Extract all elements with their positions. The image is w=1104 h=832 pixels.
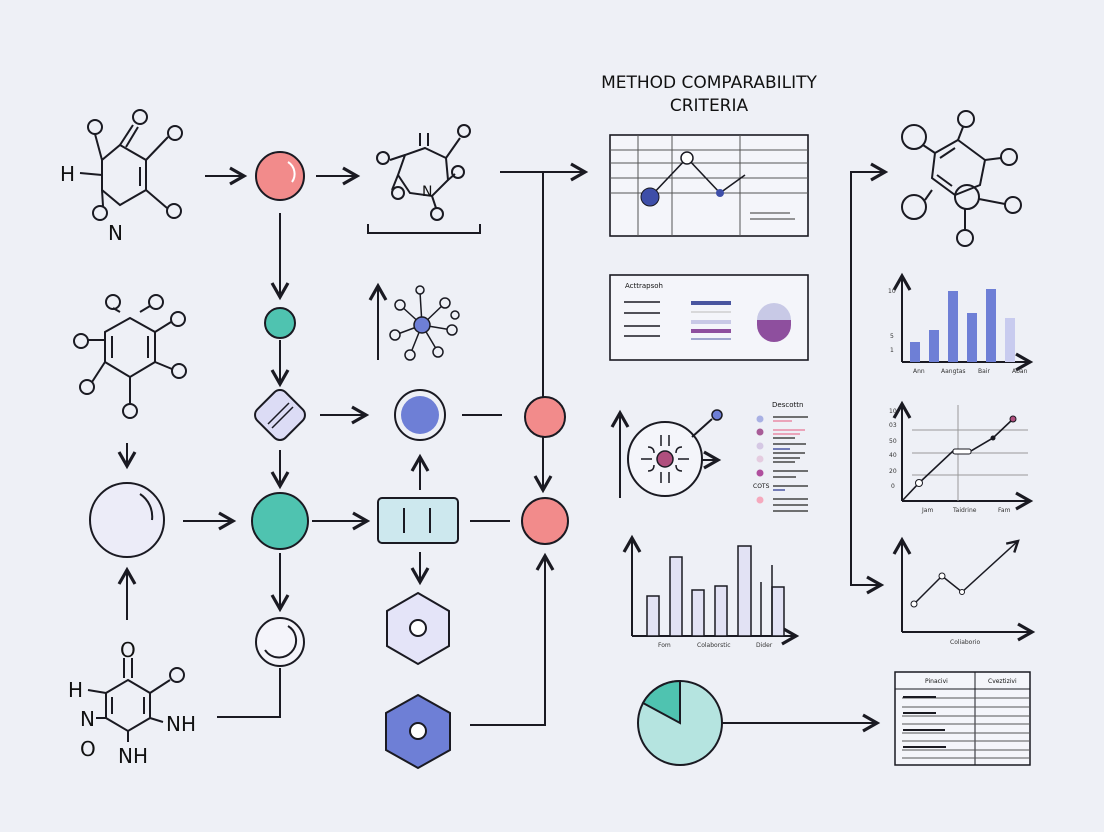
radial-sensor-icon [610,409,723,498]
table-header: Pinacivi [925,678,948,685]
atom-label: O [120,638,136,662]
title-line-2: CRITERIA [670,96,749,116]
node-teal-large[interactable] [251,492,309,550]
pie-chart [637,679,723,766]
node-process-box[interactable] [377,497,459,544]
x-tick-label: Dider [756,642,773,649]
node-teal-small[interactable] [264,307,296,339]
line-chart-right: 10 03 50 40 20 0 Jam Taidrine Fam [889,400,1034,514]
x-tick-label: Ann [913,368,925,375]
legend-label: COTS [753,483,770,490]
connectors [117,162,889,733]
node-ring[interactable] [255,617,305,667]
bar-chart-right: 10 5 1 Ann Aangtas Bair Aban [888,272,1034,375]
node-red-bottom[interactable] [521,497,569,545]
molecule-right [901,110,1022,247]
bar [737,545,752,637]
y-tick-label: 10 [888,288,896,295]
x-tick-label: Aangtas [941,368,966,375]
bar-chart-bottom: Fom Colaborstic Dider [622,534,800,649]
x-tick-label: Bair [978,368,990,375]
atom-label: N [80,707,95,731]
atom-label: NH [166,712,196,736]
node-diamond[interactable] [252,387,309,444]
table-header: Cveztizivi [988,678,1017,685]
x-tick-label: Jam [921,507,933,514]
summary-heading: Acttrapsoh [625,282,663,290]
line-chart-bottom-right: Coliaborio [892,536,1036,646]
bar [646,595,660,637]
molecule-middle-left [73,294,187,419]
x-tick-label: Taidrine [952,507,977,514]
y-tick-label: 0 [891,483,895,490]
y-tick-label: 20 [889,468,897,475]
x-tick-label: Fam [998,507,1011,514]
y-tick-label: 03 [889,422,897,429]
atom-label: N [108,221,123,245]
legend-panel: Descottn COTS [753,401,808,512]
molecule-top-center: N [367,124,481,234]
bar [669,556,683,637]
atom-label: O [80,737,96,761]
y-tick-label: 5 [890,333,894,340]
comparison-table: Pinacivi Cveztizivi [894,671,1031,766]
atom-label: H [68,678,83,702]
x-tick-label: Aban [1012,368,1028,375]
bar [771,586,785,637]
bar [1005,318,1015,362]
grid-line-chart [609,134,809,237]
node-red-middle[interactable] [524,396,566,438]
bar [691,589,705,637]
atom-label: N [422,184,432,200]
x-axis-label: Coliaborio [950,639,980,646]
x-tick-label: Colaborstic [697,642,731,649]
atom-label: H [60,162,75,186]
legend-heading: Descottn [772,401,803,409]
y-tick-label: 40 [889,452,897,459]
y-tick-label: 10 [889,408,897,415]
molecule-top-left: H N [60,109,183,245]
molecule-bottom-left: O H N O NH NH [68,638,196,768]
bar [967,313,977,362]
x-tick-label: Fom [658,642,671,649]
summary-panel: Acttrapsoh [609,274,809,361]
bar [929,330,939,362]
title-line-1: METHOD COMPARABILITY [601,73,817,93]
bar [948,291,958,362]
bar [714,585,728,637]
atom-label: NH [118,744,148,768]
bar [910,342,920,362]
node-hexagon-blue[interactable] [385,693,451,770]
y-tick-label: 50 [889,438,897,445]
bar [986,289,996,362]
node-large-circle[interactable] [89,482,165,558]
node-blue-circle[interactable] [394,389,446,441]
y-tick-label: 1 [890,347,894,354]
node-hexagon-light[interactable] [386,591,450,666]
molecule-star [368,282,460,361]
node-red-top[interactable] [255,151,305,201]
